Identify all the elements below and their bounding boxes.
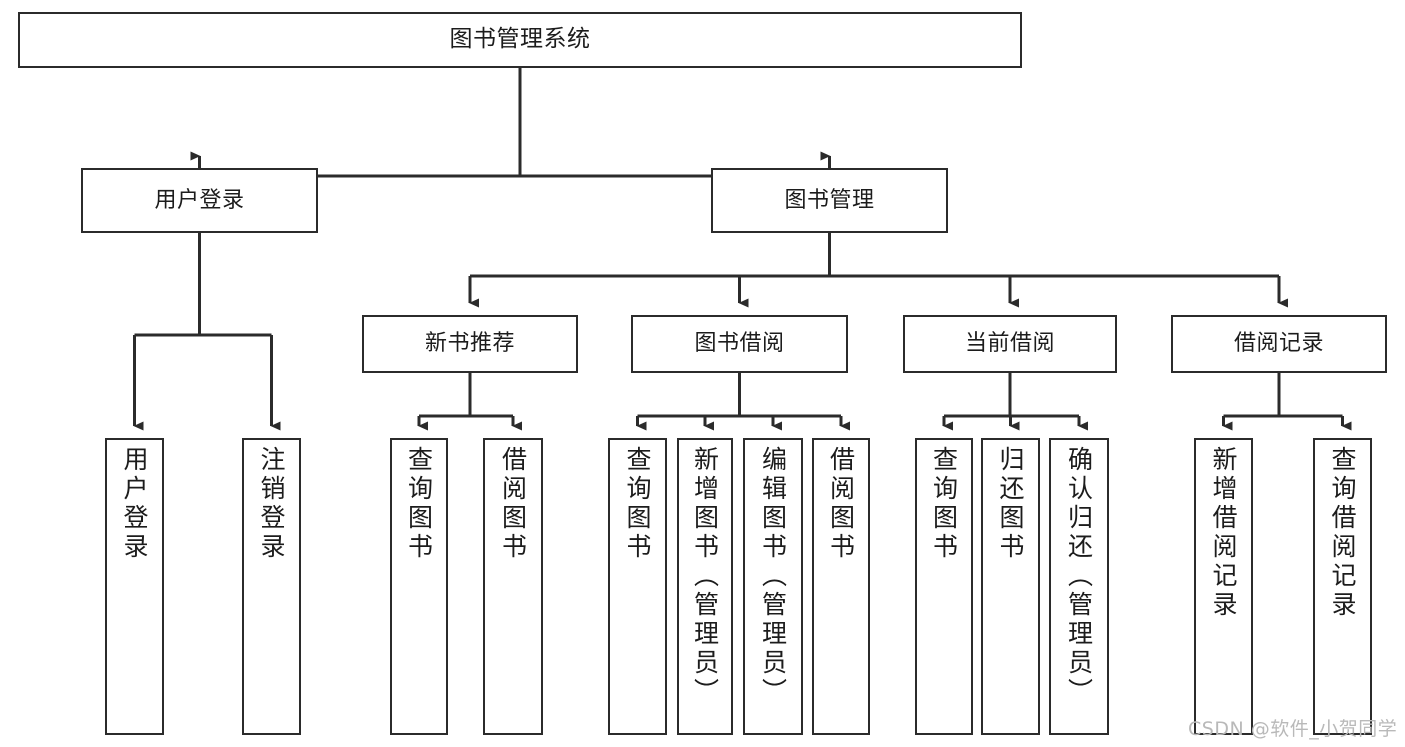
- node-newbook[interactable]: 新书推荐: [362, 315, 578, 373]
- node-login[interactable]: 用户登录: [81, 168, 318, 233]
- node-leaf-rec-2[interactable]: 查询借阅记录: [1313, 438, 1372, 735]
- node-label: 查询图书: [623, 446, 652, 562]
- node-label: 查询借阅记录: [1328, 446, 1357, 620]
- watermark-text: CSDN @软件_小贺同学: [1188, 718, 1398, 740]
- node-leaf-cur-2[interactable]: 归还图书: [981, 438, 1040, 735]
- node-label: 注销登录: [257, 446, 286, 562]
- node-label: 新书推荐: [424, 331, 515, 357]
- node-label: 借阅图书: [498, 446, 528, 562]
- node-current[interactable]: 当前借阅: [903, 315, 1117, 373]
- node-label: 编辑图书（管理员）: [758, 446, 788, 707]
- node-leaf-login-2[interactable]: 注销登录: [242, 438, 301, 735]
- node-label: 确认归还（管理员）: [1064, 446, 1094, 707]
- node-label: 查询图书: [929, 446, 959, 562]
- node-leaf-new-1[interactable]: 查询图书: [390, 438, 448, 735]
- node-leaf-rec-1[interactable]: 新增借阅记录: [1194, 438, 1253, 735]
- node-label: 图书借阅: [694, 331, 785, 357]
- node-label: 借阅图书: [826, 446, 856, 562]
- node-label: 当前借阅: [964, 331, 1055, 357]
- node-leaf-bor-3[interactable]: 编辑图书（管理员）: [743, 438, 803, 735]
- node-leaf-bor-1[interactable]: 查询图书: [608, 438, 667, 735]
- node-borrow[interactable]: 图书借阅: [631, 315, 848, 373]
- node-leaf-bor-4[interactable]: 借阅图书: [812, 438, 870, 735]
- node-label: 用户登录: [120, 446, 149, 562]
- node-leaf-cur-3[interactable]: 确认归还（管理员）: [1049, 438, 1109, 735]
- node-bookmgmt[interactable]: 图书管理: [711, 168, 948, 233]
- node-label: 新增借阅记录: [1209, 446, 1238, 620]
- node-records[interactable]: 借阅记录: [1171, 315, 1387, 373]
- node-label: 借阅记录: [1233, 331, 1324, 357]
- node-label: 图书管理系统: [449, 26, 591, 53]
- node-root[interactable]: 图书管理系统: [18, 12, 1022, 68]
- node-label: 图书管理: [784, 187, 875, 213]
- node-leaf-cur-1[interactable]: 查询图书: [915, 438, 973, 735]
- node-label: 用户登录: [154, 187, 245, 213]
- node-label: 新增图书（管理员）: [690, 446, 720, 707]
- node-leaf-bor-2[interactable]: 新增图书（管理员）: [677, 438, 733, 735]
- node-label: 查询图书: [404, 446, 434, 562]
- node-leaf-login-1[interactable]: 用户登录: [105, 438, 164, 735]
- node-label: 归还图书: [996, 446, 1025, 562]
- node-leaf-new-2[interactable]: 借阅图书: [483, 438, 543, 735]
